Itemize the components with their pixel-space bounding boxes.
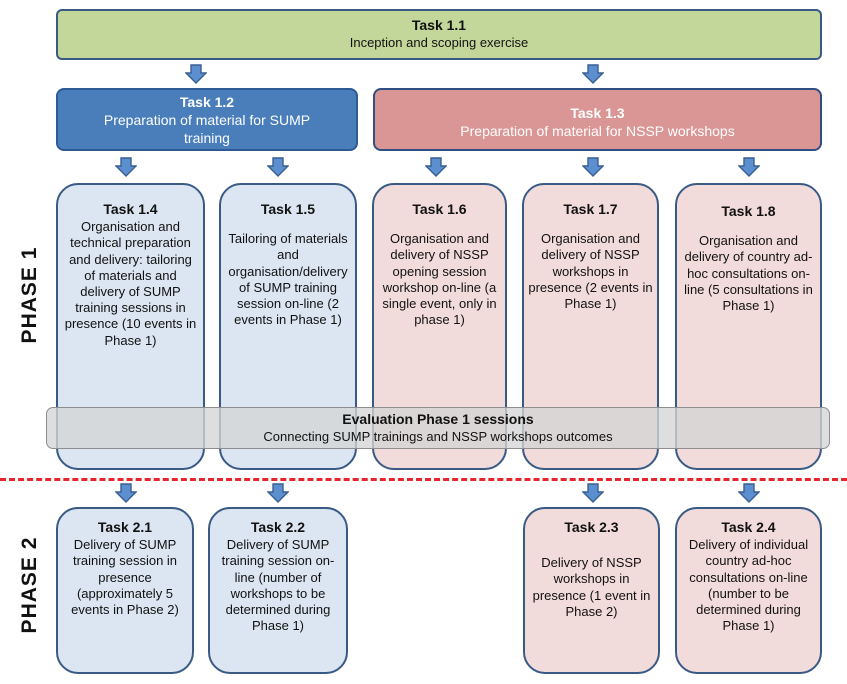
task-1-7-title: Task 1.7 bbox=[563, 201, 618, 217]
down-arrow-icon bbox=[582, 64, 604, 84]
task-1-6-desc: Organisation and delivery of NSSP openin… bbox=[382, 231, 497, 328]
phase-1-label: PHASE 1 bbox=[18, 246, 41, 344]
task-1-8-desc: Organisation and delivery of country ad-… bbox=[684, 233, 813, 314]
task-2-4-desc: Delivery of individual country ad-hoc co… bbox=[688, 537, 809, 634]
down-arrow-icon bbox=[267, 157, 289, 177]
task-2-2-box: Task 2.2 Delivery of SUMP training sessi… bbox=[208, 507, 348, 674]
task-2-1-desc: Delivery of SUMP training session in pre… bbox=[71, 537, 179, 618]
task-1-2-box: Task 1.2 Preparation of material for SUM… bbox=[56, 88, 358, 151]
task-2-1-box: Task 2.1 Delivery of SUMP training sessi… bbox=[56, 507, 194, 674]
phase-2-label: PHASE 2 bbox=[18, 536, 41, 634]
phase-divider-line bbox=[0, 478, 847, 481]
task-1-7-desc: Organisation and delivery of NSSP worksh… bbox=[528, 231, 653, 312]
task-2-2-title: Task 2.2 bbox=[250, 519, 306, 535]
down-arrow-icon bbox=[582, 157, 604, 177]
down-arrow-icon bbox=[738, 483, 760, 503]
task-2-4-box: Task 2.4 Delivery of individual country … bbox=[675, 507, 822, 674]
task-1-8-title: Task 1.8 bbox=[721, 203, 776, 219]
task-2-3-desc: Delivery of NSSP workshops in presence (… bbox=[532, 555, 651, 619]
task-1-2-desc: Preparation of material for SUMP trainin… bbox=[103, 112, 311, 146]
down-arrow-icon bbox=[115, 157, 137, 177]
task-2-3-title: Task 2.3 bbox=[564, 519, 619, 535]
task-1-1-title: Task 1.1 bbox=[411, 17, 467, 33]
task-1-1-desc: Inception and scoping exercise bbox=[349, 35, 529, 51]
down-arrow-icon bbox=[738, 157, 760, 177]
evaluation-desc: Connecting SUMP trainings and NSSP works… bbox=[263, 429, 613, 444]
down-arrow-icon bbox=[267, 483, 289, 503]
evaluation-title: Evaluation Phase 1 sessions bbox=[342, 411, 534, 427]
down-arrow-icon bbox=[185, 64, 207, 84]
task-2-3-box: Task 2.3 Delivery of NSSP workshops in p… bbox=[523, 507, 660, 674]
task-1-3-desc: Preparation of material for NSSP worksho… bbox=[460, 123, 735, 139]
task-2-4-title: Task 2.4 bbox=[721, 519, 776, 535]
task-1-5-title: Task 1.5 bbox=[260, 201, 316, 217]
task-1-4-title: Task 1.4 bbox=[103, 201, 158, 217]
task-2-2-desc: Delivery of SUMP training session on-lin… bbox=[221, 537, 335, 634]
task-1-4-desc: Organisation and technical preparation a… bbox=[64, 219, 197, 348]
task-1-1-box: Task 1.1 Inception and scoping exercise bbox=[56, 9, 822, 60]
task-1-6-title: Task 1.6 bbox=[412, 201, 467, 217]
task-1-2-title: Task 1.2 bbox=[179, 94, 235, 110]
down-arrow-icon bbox=[425, 157, 447, 177]
task-1-5-desc: Tailoring of materials and organisation/… bbox=[228, 231, 348, 328]
task-1-3-title: Task 1.3 bbox=[570, 105, 625, 121]
evaluation-phase-1-band: Evaluation Phase 1 sessions Connecting S… bbox=[46, 407, 830, 449]
task-1-4-box: Task 1.4 Organisation and technical prep… bbox=[56, 183, 205, 470]
down-arrow-icon bbox=[115, 483, 137, 503]
task-2-1-title: Task 2.1 bbox=[97, 519, 153, 535]
down-arrow-icon bbox=[582, 483, 604, 503]
task-1-3-box: Task 1.3 Preparation of material for NSS… bbox=[373, 88, 822, 151]
